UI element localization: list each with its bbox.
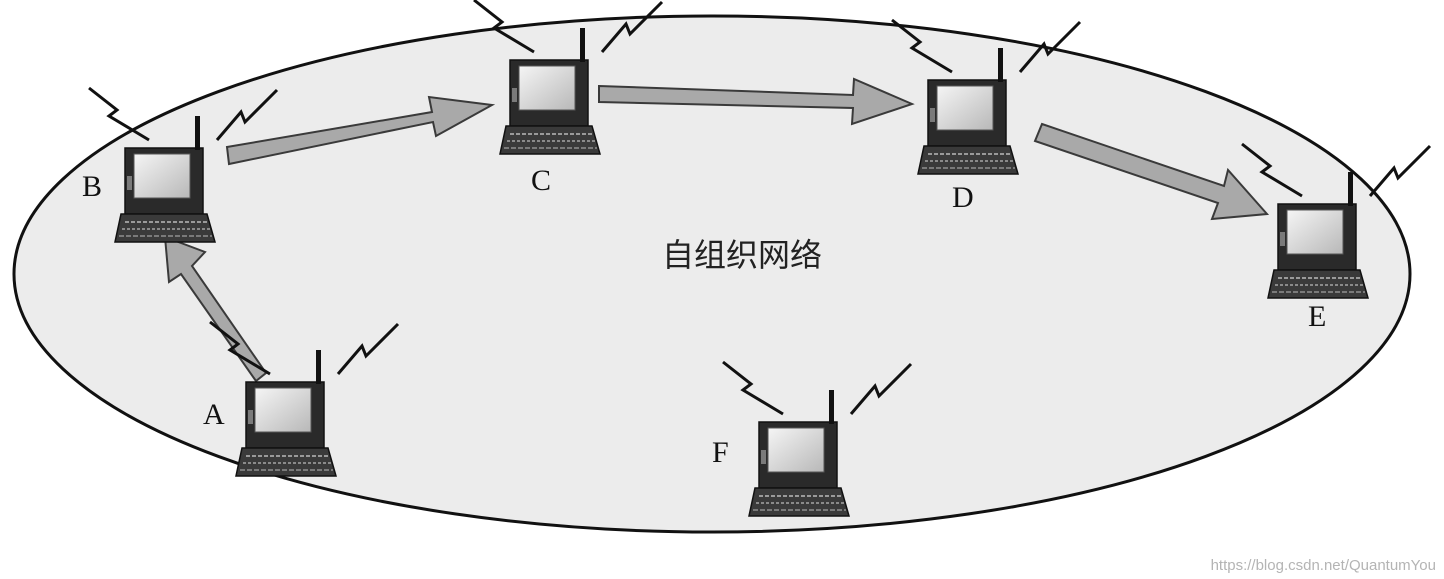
node-label-b: B — [82, 170, 102, 203]
arrow-d-to-e — [1033, 122, 1270, 221]
node-label-e: E — [1308, 300, 1326, 333]
node-label-f: F — [712, 436, 729, 469]
node-label-d: D — [952, 181, 974, 214]
node-label-c: C — [531, 164, 551, 197]
network-label: 自组织网络 — [662, 236, 822, 274]
arrow-b-to-c — [225, 95, 496, 166]
watermark-url: https://blog.csdn.net/QuantumYou — [1211, 557, 1436, 574]
node-label-a: A — [203, 398, 225, 431]
arrow-a-to-b — [163, 235, 268, 383]
arrow-c-to-d — [598, 77, 915, 126]
